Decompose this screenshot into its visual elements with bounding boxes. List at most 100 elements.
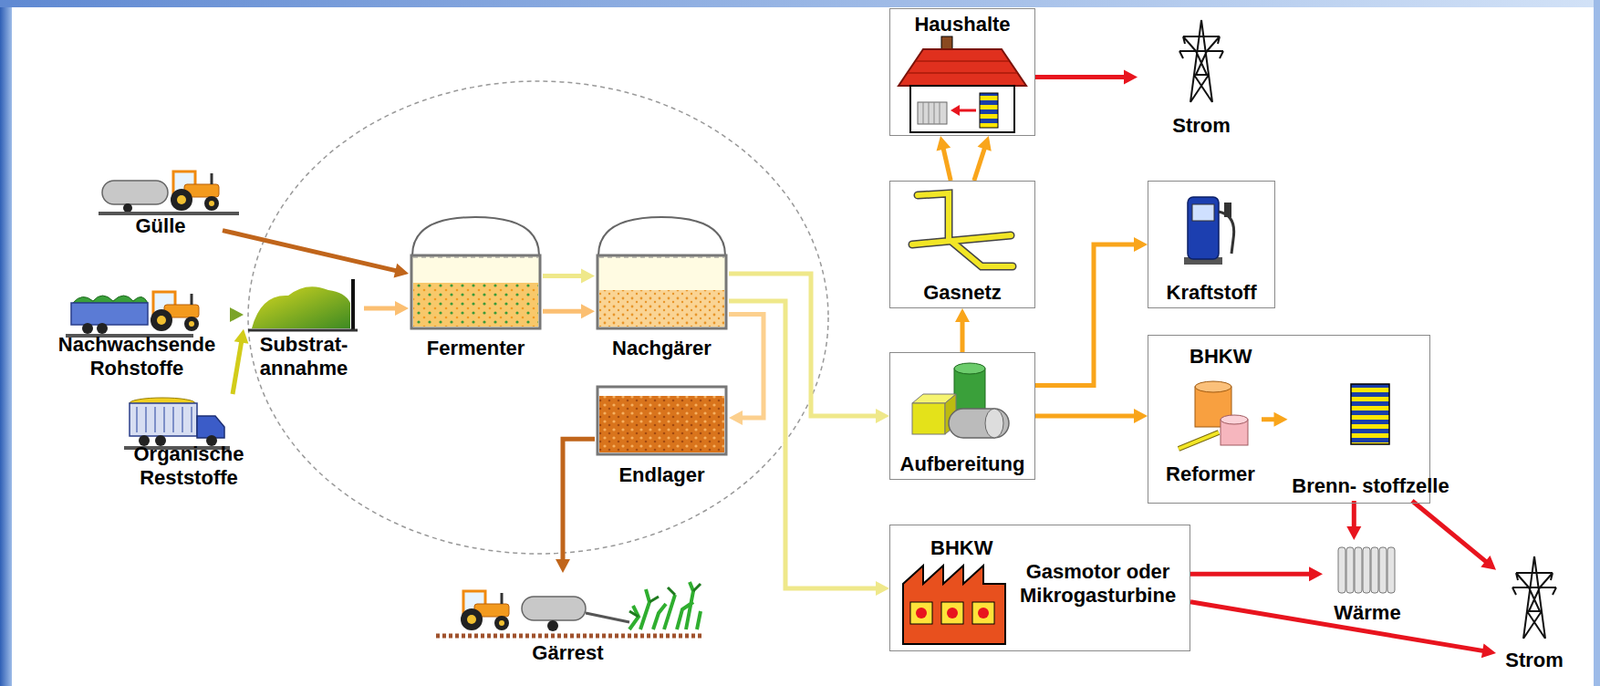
flow-arrow — [229, 307, 244, 323]
flow-arrow — [974, 135, 992, 181]
flow-arrow — [1346, 500, 1362, 541]
flow-line — [1035, 414, 1136, 419]
flow-arrow — [955, 308, 970, 353]
flow-arrow — [1190, 602, 1497, 659]
flow-arrow — [555, 438, 595, 573]
node-label: Kraftstoff — [1166, 280, 1258, 305]
arrow-head — [1123, 70, 1138, 85]
node-label: Brenn- stoffzelle — [1291, 474, 1449, 499]
flow-line — [1412, 500, 1487, 562]
flow-line — [1190, 602, 1485, 652]
node-label: Wärme — [1333, 601, 1401, 625]
flow-arrow — [728, 301, 890, 596]
node-label: Strom — [1172, 114, 1231, 138]
flow-line — [222, 230, 397, 271]
node-label: Haushalte — [914, 12, 1010, 37]
flow-line — [1190, 571, 1311, 577]
flow-line — [728, 301, 878, 589]
input-source: Nachwachsende Rohstoffe — [41, 291, 233, 384]
gas-grid-box: Gasnetz — [889, 180, 1036, 309]
flow-arrow — [222, 230, 409, 279]
arrow-head — [234, 329, 250, 344]
storage-tank: Endlager — [594, 384, 729, 490]
power-pylon: Strom — [1496, 552, 1573, 676]
flow-arrow — [542, 268, 595, 283]
node-label: Endlager — [618, 463, 705, 488]
flow-line — [960, 321, 966, 354]
fuel-box: Kraftstoff — [1147, 180, 1276, 309]
power-pylon: Strom — [1137, 16, 1266, 141]
arrow-head — [875, 408, 890, 424]
node-label: Gülle — [135, 214, 186, 239]
flow-arrow — [232, 329, 249, 395]
node-label: Nachwachsende Rohstoffe — [41, 332, 233, 381]
post-fermenter-tank: Nachgärer — [594, 215, 729, 364]
flow-arrow — [728, 314, 764, 426]
node-description: Gasmotor oder Mikrogasturbine — [1019, 560, 1176, 608]
flow-line — [1351, 500, 1357, 529]
arrow-head — [229, 307, 244, 323]
arrow-head — [394, 301, 409, 316]
flow-line — [542, 273, 583, 279]
flow-line — [1261, 416, 1276, 422]
arrow-head — [1133, 237, 1148, 252]
flow-line — [728, 273, 878, 416]
arrow-head — [728, 410, 743, 426]
node-label: Organische Reststoffe — [115, 442, 262, 490]
flow-arrow — [1261, 412, 1289, 427]
arrow-head — [1274, 412, 1289, 427]
flow-arrow — [728, 273, 890, 424]
flow-line — [562, 438, 595, 561]
arrow-head — [1346, 526, 1362, 541]
household-box: Haushalte — [889, 8, 1036, 136]
input-source: Gülle — [98, 171, 223, 241]
arrow-head — [394, 263, 409, 279]
digestate-field: Gärrest — [428, 572, 707, 668]
arrow-head — [955, 308, 970, 323]
arrow-head — [581, 303, 595, 319]
flow-arrow — [1412, 500, 1497, 571]
node-label: Fermenter — [426, 336, 526, 361]
flow-line — [232, 341, 242, 395]
fuel-cell-unit: Brenn- stoffzelle — [1288, 382, 1455, 501]
upgrading-box: Aufbereitung — [889, 352, 1036, 480]
arrow-head — [1309, 566, 1323, 582]
flow-line — [363, 305, 397, 311]
reformer-unit: Reformer — [1159, 374, 1262, 489]
node-label: Reformer — [1165, 462, 1256, 487]
flow-line — [1035, 244, 1136, 385]
node-label: Nachgärer — [612, 336, 712, 361]
arrow-head — [977, 135, 992, 152]
input-source: Organische Reststoffe — [115, 394, 262, 493]
arrow-head — [555, 559, 571, 573]
arrow-head — [936, 135, 952, 151]
flow-arrow — [936, 135, 952, 181]
node-label: BHKW — [930, 536, 993, 561]
arrow-head — [581, 268, 595, 283]
node-label: Gärrest — [531, 641, 603, 665]
node-label: Substrat- annahme — [243, 332, 364, 381]
flow-line — [728, 314, 764, 418]
fermenter-tank: Fermenter — [408, 215, 543, 364]
heat-output: Wärme — [1322, 540, 1413, 628]
flow-arrow — [1035, 70, 1138, 85]
flow-line — [542, 309, 583, 314]
flow-line — [943, 147, 951, 181]
node-label: Gasnetz — [923, 280, 1002, 305]
arrow-head — [875, 581, 890, 596]
flow-arrow — [1035, 237, 1148, 385]
chp-fuelcell-box: BHKWReformerBrenn- stoffzelle — [1147, 334, 1431, 504]
flow-line — [1035, 74, 1126, 80]
flow-arrow — [1035, 408, 1148, 424]
arrow-head — [1481, 644, 1497, 659]
substrate-intake: Substrat- annahme — [243, 279, 364, 384]
flow-arrow — [1190, 566, 1323, 582]
arrow-head — [1133, 408, 1148, 424]
flow-arrow — [363, 301, 409, 316]
node-label: BHKW — [1189, 344, 1252, 369]
node-label: Aufbereitung — [900, 452, 1026, 477]
flow-line — [974, 147, 986, 181]
flow-arrow — [542, 303, 595, 319]
arrow-head — [1480, 555, 1497, 571]
